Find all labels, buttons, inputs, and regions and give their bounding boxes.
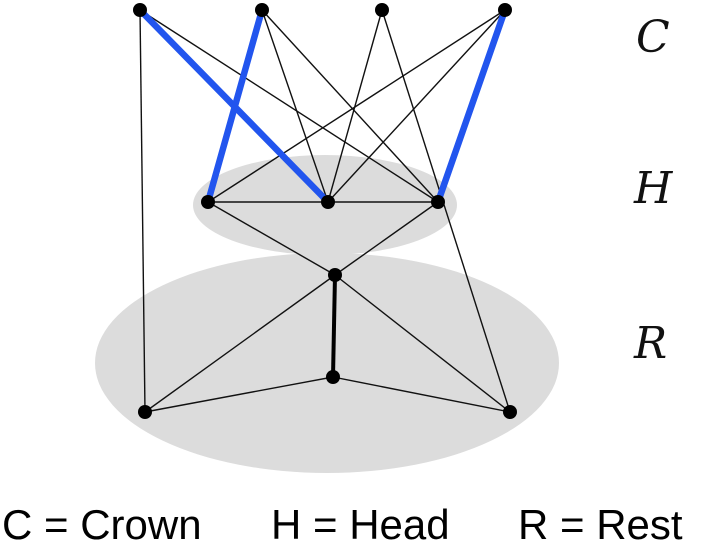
edge bbox=[144, 376, 334, 413]
crown-label: C bbox=[636, 12, 670, 63]
edge bbox=[207, 9, 506, 203]
crown-node bbox=[498, 3, 512, 17]
edge bbox=[207, 201, 336, 276]
edge bbox=[144, 274, 336, 413]
edge bbox=[381, 9, 511, 413]
edge bbox=[139, 9, 146, 413]
edge bbox=[261, 9, 439, 203]
edge bbox=[261, 9, 329, 203]
nodes bbox=[133, 3, 517, 419]
thick-edge bbox=[331, 274, 337, 378]
rest-node bbox=[328, 268, 342, 282]
rest-node bbox=[138, 405, 152, 419]
head-node bbox=[321, 195, 335, 209]
crown-node bbox=[255, 3, 269, 17]
edge bbox=[334, 201, 439, 276]
rest-label: R bbox=[633, 318, 667, 369]
edge bbox=[327, 9, 506, 203]
legend-crown: C = Crown bbox=[2, 501, 202, 548]
crown-node bbox=[375, 3, 389, 17]
edge bbox=[139, 9, 439, 203]
rest-node bbox=[326, 370, 340, 384]
highlighted-edges bbox=[136, 6, 509, 206]
head-label: H bbox=[633, 163, 674, 214]
edge bbox=[334, 274, 511, 413]
edge bbox=[327, 9, 383, 203]
head-node bbox=[201, 195, 215, 209]
crown-node bbox=[133, 3, 147, 17]
edge bbox=[332, 376, 511, 413]
legend-head: H = Head bbox=[271, 501, 450, 548]
rest-node bbox=[503, 405, 517, 419]
rest-region bbox=[95, 253, 559, 473]
highlight-edge bbox=[204, 6, 266, 206]
legend-rest: R = Rest bbox=[518, 501, 683, 548]
highlight-edge bbox=[434, 6, 509, 206]
head-node bbox=[431, 195, 445, 209]
